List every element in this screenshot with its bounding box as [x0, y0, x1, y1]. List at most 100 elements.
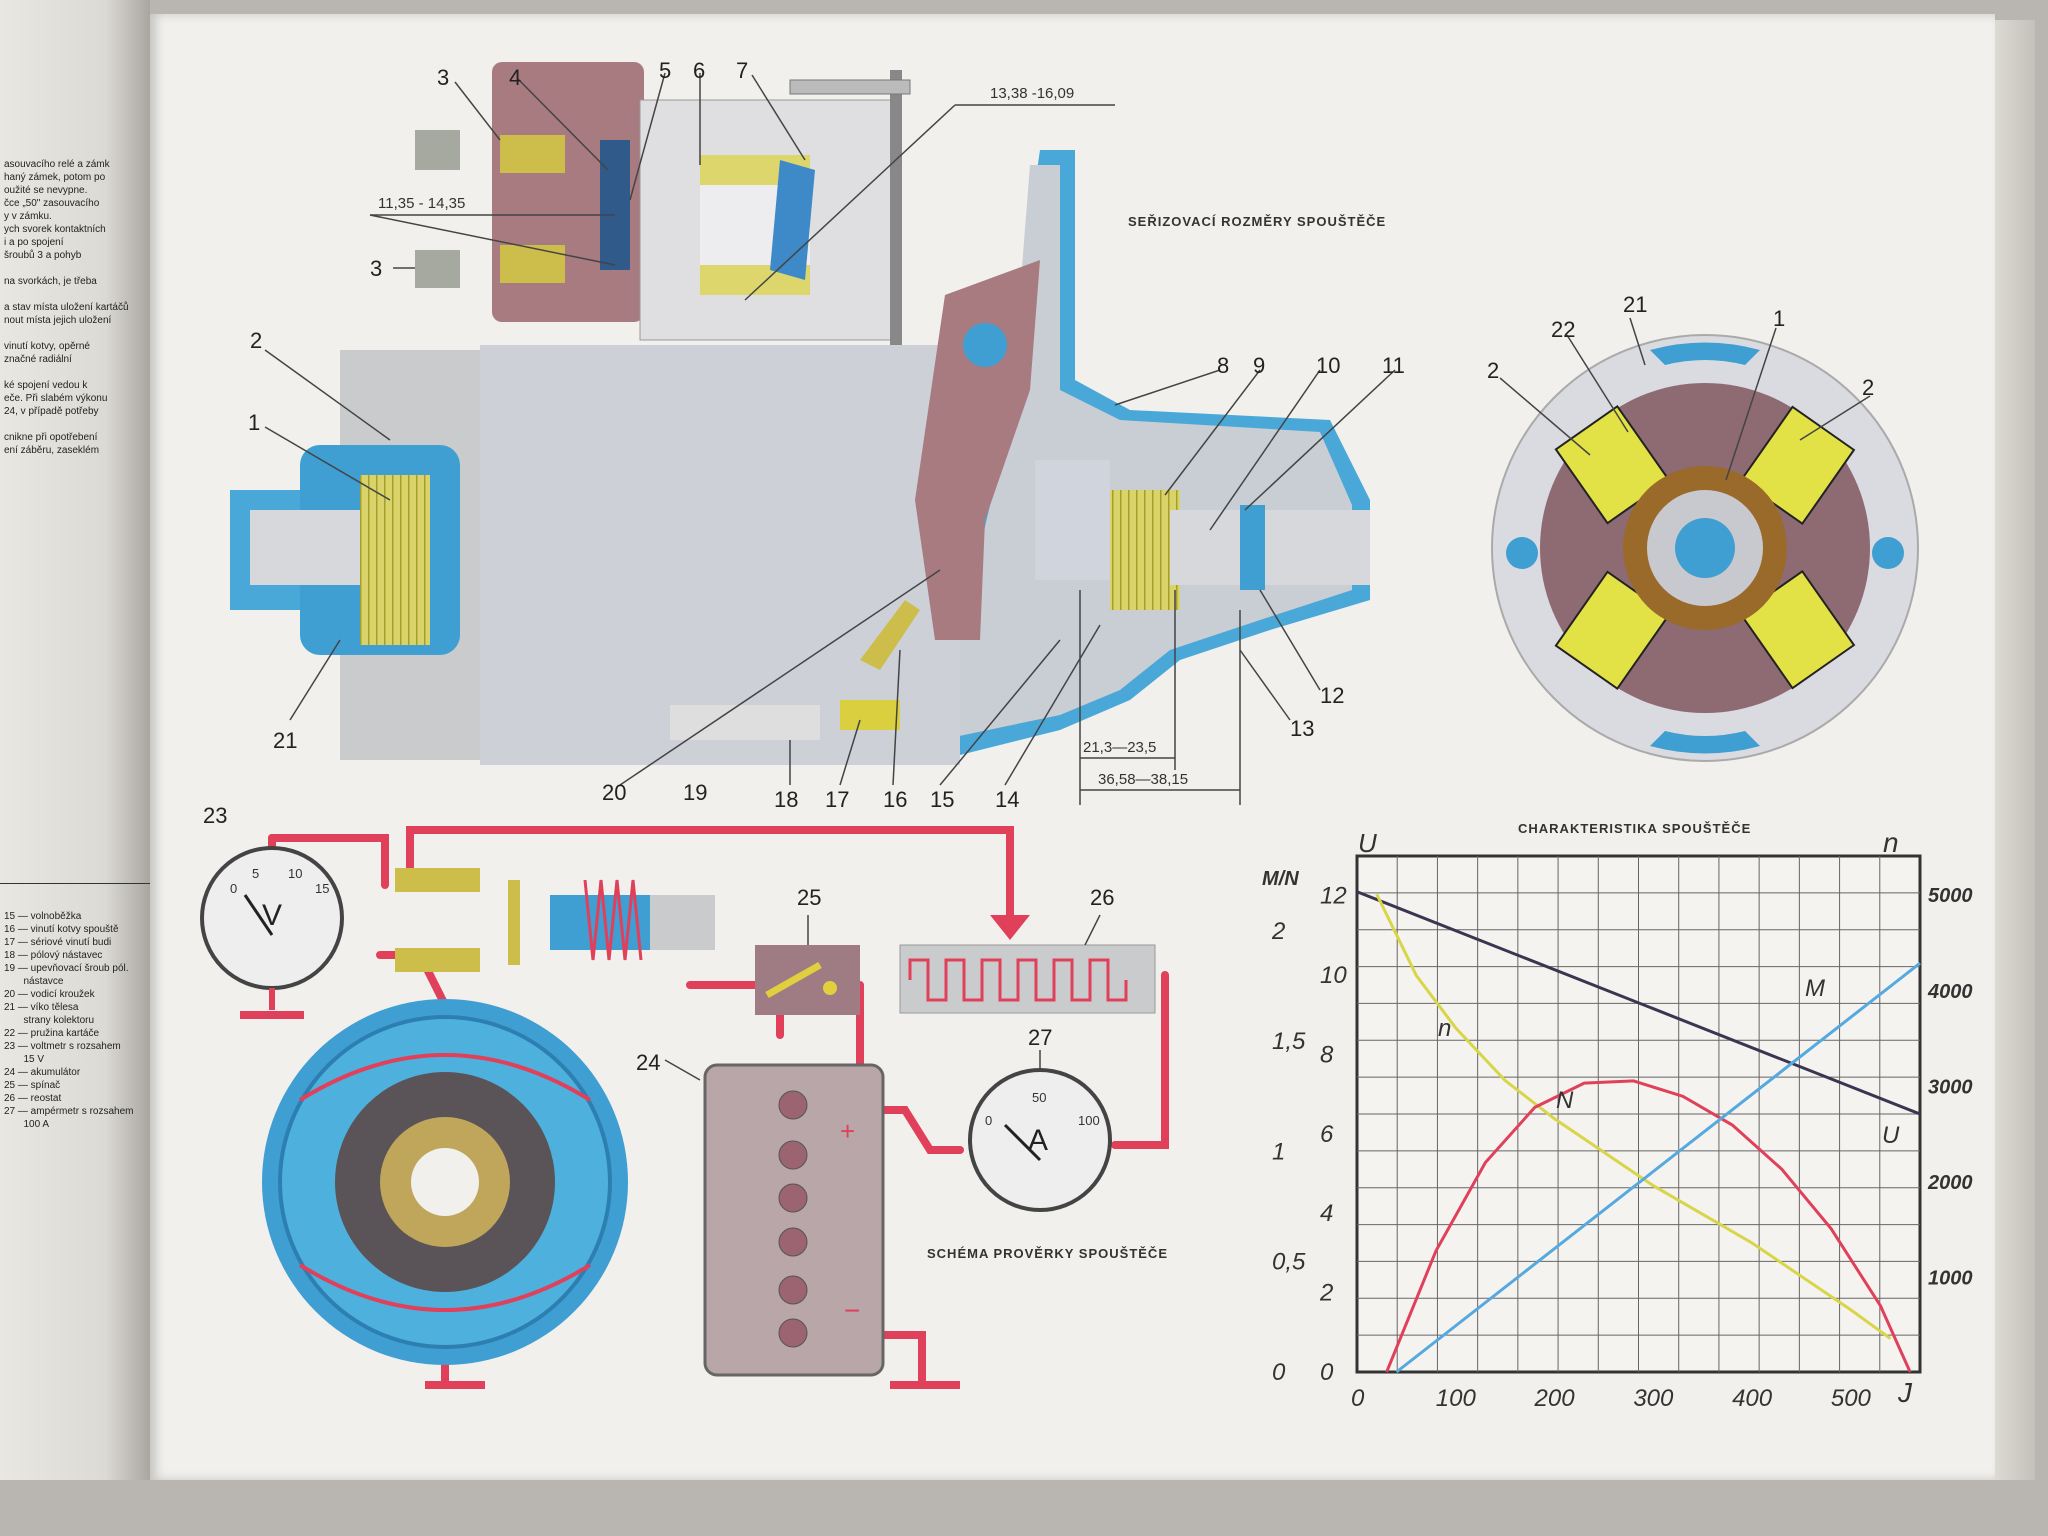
brush-holder-view: 2 22 21 1 2 — [1487, 292, 1919, 762]
chart-title: CHARAKTERISTIKA SPOUŠTĚČE — [1518, 821, 1751, 836]
callout-label: 11 — [1382, 353, 1405, 378]
commutator — [360, 475, 430, 645]
callout-label: 17 — [825, 787, 849, 812]
callout-label: 7 — [736, 58, 748, 83]
shaft-bore — [1675, 518, 1735, 578]
callout-label: 1 — [1773, 306, 1785, 331]
mount-lug — [1650, 342, 1760, 365]
mn-tick-label: 2 — [1271, 918, 1285, 945]
dimension-label: 13,38 -16,09 — [990, 85, 1074, 102]
u-tick-label: 4 — [1320, 1200, 1333, 1227]
series-line-M — [1395, 961, 1921, 1374]
left-page: asouvacího relé a zámk haný zámek, potom… — [0, 0, 150, 1480]
callout-label: 1 — [248, 410, 260, 435]
housing-interior — [665, 165, 1352, 740]
axis-u-label: U — [1358, 828, 1377, 858]
x-tick-label: 300 — [1633, 1385, 1674, 1412]
n-tick-label: 5000 — [1928, 885, 1973, 907]
starter-cutaway: 13,38 -16,09 11,35 - 14,35 21,3—23,5 36,… — [230, 62, 1396, 805]
ammeter-tick: 0 — [985, 1113, 992, 1128]
mn-tick-label: 0,5 — [1272, 1249, 1306, 1276]
callout-label: 14 — [995, 787, 1019, 812]
callout-label: 16 — [883, 787, 907, 812]
pinion — [1110, 490, 1180, 610]
characteristic-chart: CHARAKTERISTIKA SPOUŠTĚČE U M/N n J UnNM… — [1262, 821, 1973, 1412]
n-tick-label: 3000 — [1928, 1076, 1973, 1098]
u-tick-label: 12 — [1320, 883, 1347, 910]
contact-plate — [508, 880, 520, 965]
axis-n-label: n — [1883, 827, 1899, 858]
u-tick-label: 0 — [1320, 1359, 1334, 1386]
mn-tick-label: 0 — [1272, 1359, 1286, 1386]
mount-hole — [1872, 537, 1904, 569]
voltmeter-symbol: V — [262, 899, 282, 932]
solenoid-flange — [890, 70, 902, 350]
field-winding — [840, 700, 900, 730]
callout-label: 12 — [1320, 683, 1344, 708]
nut-upper — [415, 130, 460, 170]
n-tick-label: 1000 — [1928, 1267, 1973, 1289]
starter-callouts: 3 4 5 6 7 3 2 1 8 9 10 11 12 13 14 15 16… — [248, 58, 1405, 812]
callout-label: 25 — [797, 885, 821, 910]
switch — [755, 945, 860, 1015]
x-tick-label: 100 — [1436, 1385, 1477, 1412]
divider — [0, 883, 150, 884]
callout-label: 23 — [203, 803, 227, 828]
callout-label: 22 — [1551, 317, 1575, 342]
shaft-right — [1170, 510, 1370, 585]
test-schematic: 0 5 10 15 V + − 0 50 100 A — [200, 803, 1169, 1389]
u-tick-label: 10 — [1320, 962, 1347, 989]
coil-schematic — [583, 879, 643, 961]
callout-label: 2 — [250, 328, 262, 353]
chart-grid — [1355, 854, 1922, 1374]
axis-mn-label: M/N — [1262, 868, 1299, 890]
solenoid-rod — [789, 79, 911, 95]
series-line-U — [1356, 890, 1921, 1116]
left-page-text: asouvacího relé a zámk haný zámek, potom… — [4, 159, 129, 456]
axis-x-label: J — [1897, 1377, 1913, 1408]
battery-plus: + — [840, 1116, 855, 1146]
page-edge — [1995, 20, 2035, 1480]
ammeter-symbol: A — [1028, 1124, 1048, 1157]
callout-label: 3 — [437, 65, 449, 90]
callout-label: 2 — [1487, 358, 1499, 383]
dimension-label: 36,58—38,15 — [1098, 771, 1188, 788]
shaft-left — [250, 510, 360, 585]
mn-tick-label: 1,5 — [1272, 1028, 1306, 1055]
pole-piece — [670, 705, 820, 740]
terminal-bolt — [395, 948, 480, 972]
x-tick-label: 0 — [1351, 1385, 1365, 1412]
callout-label: 10 — [1316, 353, 1340, 378]
armature-bore — [411, 1148, 479, 1216]
mn-tick-label: 1 — [1272, 1138, 1285, 1165]
callout-label: 27 — [1028, 1025, 1052, 1050]
fork-lever — [915, 260, 1040, 640]
callout-label: 5 — [659, 58, 671, 83]
callout-label: 19 — [683, 780, 707, 805]
callout-label: 8 — [1217, 353, 1229, 378]
callout-label: 2 — [1862, 375, 1874, 400]
n-tick-label: 2000 — [1927, 1172, 1973, 1194]
series-line-N — [1385, 1079, 1912, 1373]
voltmeter-tick: 5 — [252, 866, 259, 881]
callout-label: 21 — [1623, 292, 1647, 317]
heading-check: SCHÉMA PROVĚRKY SPOUŠTĚČE — [927, 1246, 1168, 1261]
x-tick-label: 500 — [1831, 1385, 1872, 1412]
series-label: U — [1882, 1122, 1900, 1149]
x-tick-label: 200 — [1534, 1385, 1576, 1412]
callout-label: 4 — [509, 65, 521, 90]
heading-adjust: SEŘIZOVACÍ ROZMĚRY SPOUŠTĚČE — [1128, 214, 1386, 229]
callout-label: 3 — [370, 256, 382, 281]
x-tick-label: 400 — [1732, 1385, 1773, 1412]
terminal-bolt — [395, 868, 480, 892]
mount-hole — [1506, 537, 1538, 569]
callout-label: 21 — [273, 728, 297, 753]
arrow-icon — [990, 915, 1030, 940]
callout-label: 24 — [636, 1050, 660, 1075]
u-tick-label: 2 — [1319, 1280, 1333, 1307]
terminal-lower — [500, 245, 565, 283]
callout-label: 18 — [774, 787, 798, 812]
solenoid-end-schematic — [650, 895, 715, 950]
